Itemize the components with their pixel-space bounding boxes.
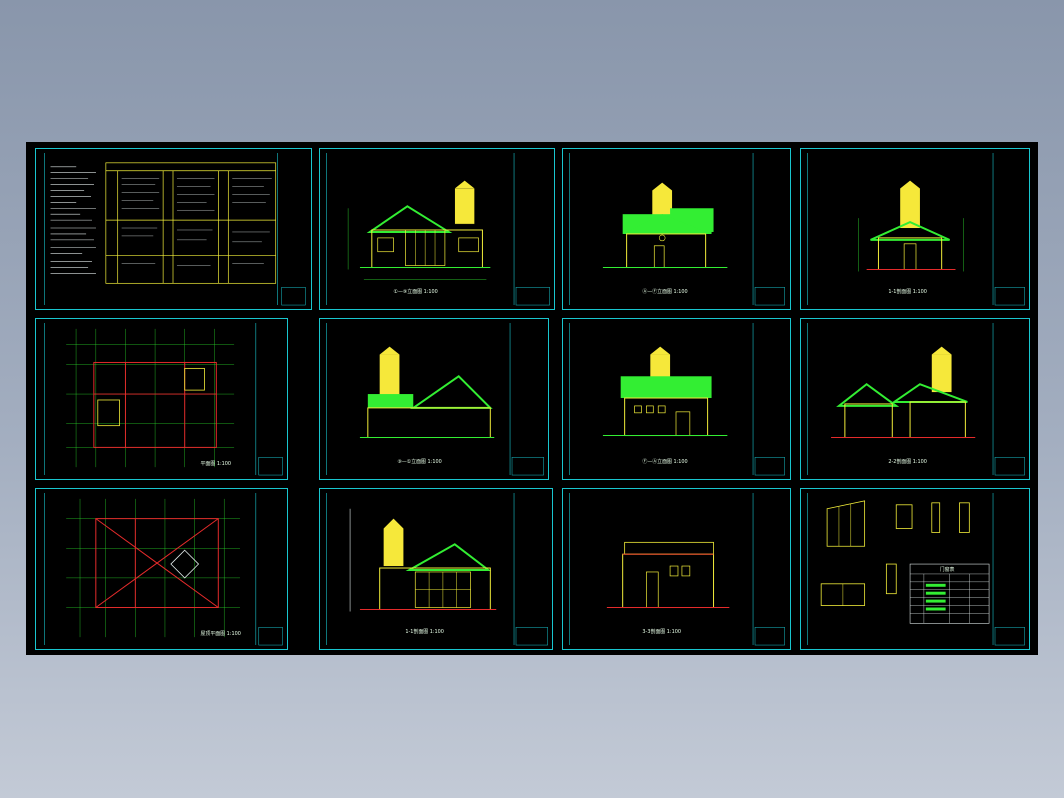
sheet-roof-plan[interactable]: 屋顶平面图 1:100 <box>35 488 288 650</box>
caption-side-elevation-2: Ⓕ—Ⓐ立面图 1:100 <box>642 458 687 465</box>
sheet-section-3[interactable]: 1-1剖面图 1:100 <box>319 488 553 650</box>
caption-section-1: 1-1剖面图 1:100 <box>888 288 927 295</box>
caption-roof-plan: 屋顶平面图 1:100 <box>201 631 241 637</box>
sheet-section-2[interactable]: 2-2剖面图 1:100 <box>800 318 1030 480</box>
caption-rear-elevation: ⑨—①立面图 1:100 <box>397 458 441 465</box>
caption-section-3: 1-1剖面图 1:100 <box>405 628 444 635</box>
caption-side-elevation-1: Ⓐ—Ⓕ立面图 1:100 <box>642 288 687 295</box>
sheet-side-elevation-1[interactable]: Ⓐ—Ⓕ立面图 1:100 <box>562 148 791 310</box>
sheet-section-1[interactable]: 1-1剖面图 1:100 <box>800 148 1030 310</box>
cad-drawing-viewport[interactable]: ①—⑨立面图 1:100 Ⓐ—Ⓕ立面图 1:100 <box>26 142 1038 655</box>
caption-door-window-table: 门窗表 <box>940 566 955 573</box>
sheet-front-elevation[interactable]: ①—⑨立面图 1:100 <box>319 148 555 310</box>
sheet-door-window-details[interactable]: 门窗表 <box>800 488 1030 650</box>
caption-section-4: 3-3剖面图 1:100 <box>642 628 681 635</box>
sheet-design-notes[interactable] <box>35 148 312 310</box>
sheet-section-4[interactable]: 3-3剖面图 1:100 <box>562 488 791 650</box>
sheet-rear-elevation[interactable]: ⑨—①立面图 1:100 <box>319 318 549 480</box>
caption-front-elevation: ①—⑨立面图 1:100 <box>394 288 438 295</box>
sheet-floor-plan[interactable]: 平面图 1:100 <box>35 318 288 480</box>
caption-section-2: 2-2剖面图 1:100 <box>888 458 927 465</box>
caption-floor-plan: 平面图 1:100 <box>201 461 232 467</box>
sheet-side-elevation-2[interactable]: Ⓕ—Ⓐ立面图 1:100 <box>562 318 791 480</box>
